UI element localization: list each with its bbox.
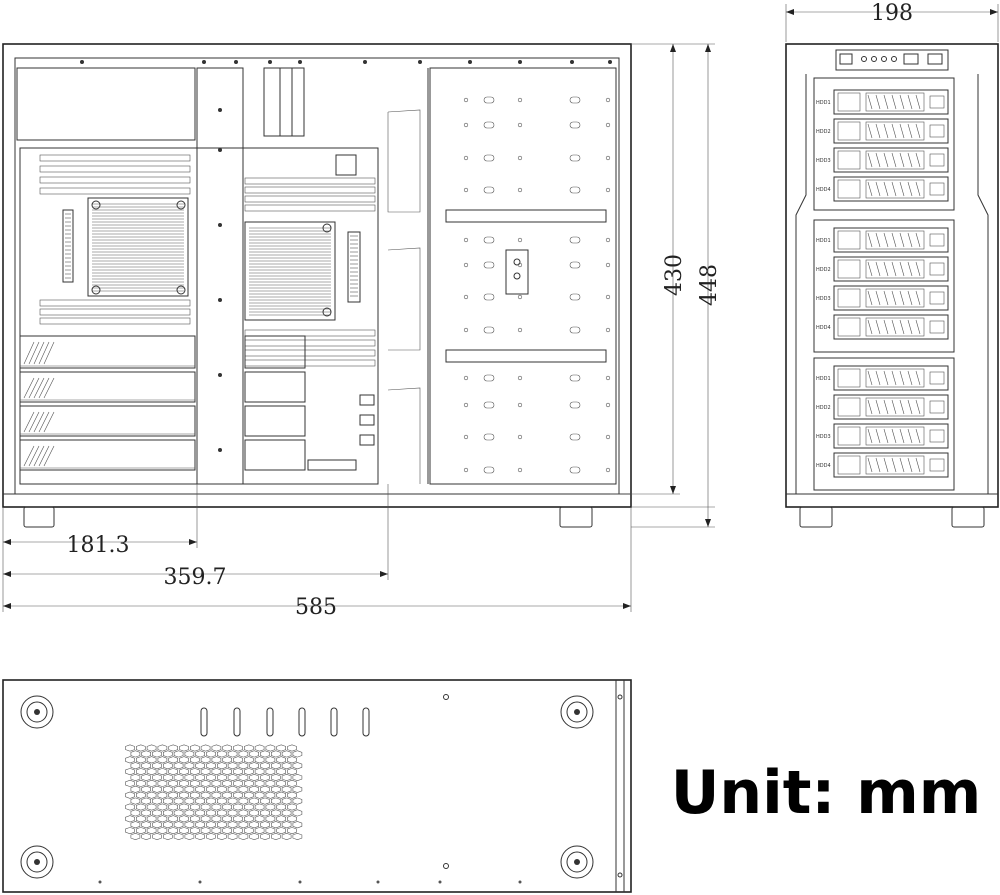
foot — [951, 506, 985, 528]
io-connector — [307, 459, 357, 471]
drive-bay[interactable]: HDD2 — [816, 394, 949, 420]
status-led — [891, 56, 897, 62]
dimension-depth-label: 585 — [295, 595, 337, 620]
drive-bay[interactable]: HDD1 — [816, 227, 949, 253]
cpu-heatsink — [244, 221, 336, 321]
drive-group — [813, 219, 955, 353]
io-connector — [359, 414, 375, 426]
drive-bay[interactable]: HDD1 — [816, 89, 949, 115]
side-view-outline — [2, 43, 632, 508]
connector-strip — [62, 209, 74, 283]
usb-port — [903, 53, 919, 65]
foot — [799, 506, 833, 528]
expansion-card — [19, 335, 306, 369]
expansion-card — [19, 405, 306, 437]
connector-strip — [347, 231, 361, 303]
bottom-view — [2, 679, 632, 893]
drive-group — [813, 77, 955, 211]
drive-bay[interactable]: HDD2 — [816, 118, 949, 144]
drive-bay[interactable]: HDD2 — [816, 256, 949, 282]
io-connector — [335, 154, 357, 176]
front-control-panel — [835, 49, 949, 71]
drive-bay-label: HDD4 — [816, 187, 831, 193]
drive-bay[interactable]: HDD4 — [816, 452, 949, 478]
expansion-cards — [19, 335, 306, 471]
cage-bracket — [505, 249, 529, 295]
support-bar-holes — [218, 108, 222, 452]
bottom-slots — [200, 707, 370, 737]
dimension-inner-height-label: 430 — [662, 254, 687, 296]
bottom-view-outline — [2, 679, 632, 893]
drive-bay[interactable]: HDD4 — [816, 176, 949, 202]
cage-rail — [445, 209, 607, 223]
bottom-edge-screws — [98, 880, 522, 884]
cpu-heatsink — [87, 197, 189, 297]
drive-bay-label: HDD2 — [816, 267, 831, 273]
drive-bay-label: HDD3 — [816, 296, 831, 302]
drive-bay-label: HDD1 — [816, 376, 831, 382]
foot — [559, 506, 593, 528]
drive-bay-label: HDD1 — [816, 100, 831, 106]
drive-bay[interactable]: HDD3 — [816, 423, 949, 449]
io-connector — [359, 394, 375, 406]
dimension-lines: 181.3 359.7 585 430 448 198 — [2, 1, 999, 620]
motherboard — [19, 147, 379, 485]
status-led — [861, 56, 867, 62]
drive-bay-label: HDD1 — [816, 238, 831, 244]
drive-bay[interactable]: HDD1 — [816, 365, 949, 391]
dimension-359-label: 359.7 — [164, 565, 227, 590]
rubber-foot — [560, 695, 594, 729]
drive-bay[interactable]: HDD4 — [816, 314, 949, 340]
cage-slots — [463, 96, 611, 474]
expansion-card — [19, 439, 306, 471]
drive-bay-label: HDD4 — [816, 463, 831, 469]
drive-bay-label: HDD3 — [816, 434, 831, 440]
rubber-foot — [20, 845, 54, 879]
rubber-foot — [20, 695, 54, 729]
front-view-outline — [785, 43, 999, 508]
dimension-outer-height-label: 448 — [697, 264, 722, 306]
rubber-foot — [560, 845, 594, 879]
foot — [23, 506, 55, 528]
support-bar — [196, 67, 244, 485]
dimension-width-label: 198 — [871, 1, 913, 26]
drive-bay-label: HDD2 — [816, 129, 831, 135]
drive-bays: HDD1HDD2HDD3HDD4HDD1HDD2HDD3HDD4HDD1HDD2… — [816, 89, 949, 478]
dimension-181-label: 181.3 — [67, 533, 130, 558]
unit-label: Unit: mm — [671, 758, 982, 828]
expansion-card — [19, 371, 306, 403]
status-led — [881, 56, 887, 62]
status-led — [871, 56, 877, 62]
power-button[interactable] — [839, 53, 853, 65]
front-view: HDD1HDD2HDD3HDD4HDD1HDD2HDD3HDD4HDD1HDD2… — [785, 43, 999, 528]
cage-rail — [445, 349, 607, 363]
drive-group — [813, 357, 955, 491]
drive-bay-label: HDD3 — [816, 158, 831, 164]
top-screws — [80, 60, 612, 64]
io-connector — [359, 434, 375, 446]
drive-bay-label: HDD2 — [816, 405, 831, 411]
side-view — [2, 43, 632, 528]
usb-port — [927, 53, 943, 65]
psu-outline — [16, 67, 196, 141]
drive-bay-label: HDD4 — [816, 325, 831, 331]
drive-cage-side — [429, 67, 617, 485]
drive-bay[interactable]: HDD3 — [816, 285, 949, 311]
memory-slots — [39, 154, 376, 367]
hex-vent-pattern — [125, 744, 303, 841]
drive-bay[interactable]: HDD3 — [816, 147, 949, 173]
